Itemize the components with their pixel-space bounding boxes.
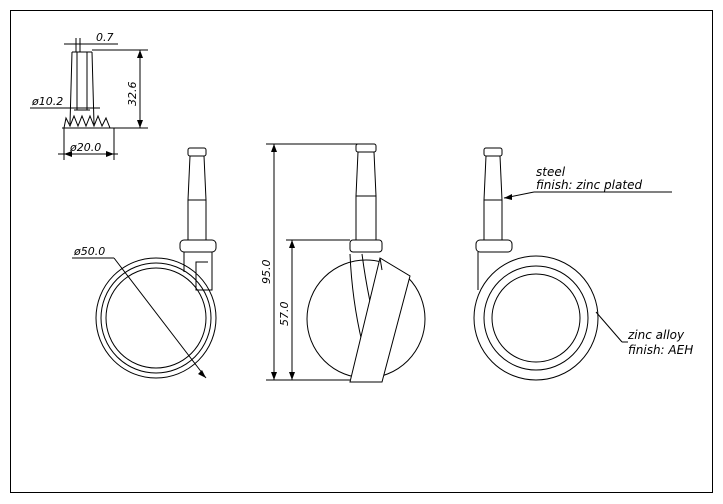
note-wheel-material: zinc alloy: [627, 328, 685, 342]
drawing-border: [10, 10, 713, 493]
dim-wheel-height: 57.0: [278, 302, 291, 327]
caster-side-view-left: [72, 147, 217, 379]
dim-base-diameter: ø20.0: [69, 141, 101, 154]
dim-wheel-diameter: ø50.0: [73, 245, 105, 258]
dim-overall-height: 95.0: [260, 260, 273, 285]
dim-pin-height: 32.6: [126, 82, 139, 107]
caster-side-view-right: [473, 147, 672, 381]
note-wheel-finish: finish: AEH: [628, 343, 693, 357]
caster-front-view: [266, 143, 426, 383]
dim-pin-diameter: ø10.2: [31, 95, 63, 108]
note-stem-finish: finish: zinc plated: [536, 178, 642, 192]
note-stem-material: steel: [536, 165, 566, 179]
pin-detail: [30, 38, 148, 160]
dim-pin-wall: 0.7: [96, 31, 114, 44]
